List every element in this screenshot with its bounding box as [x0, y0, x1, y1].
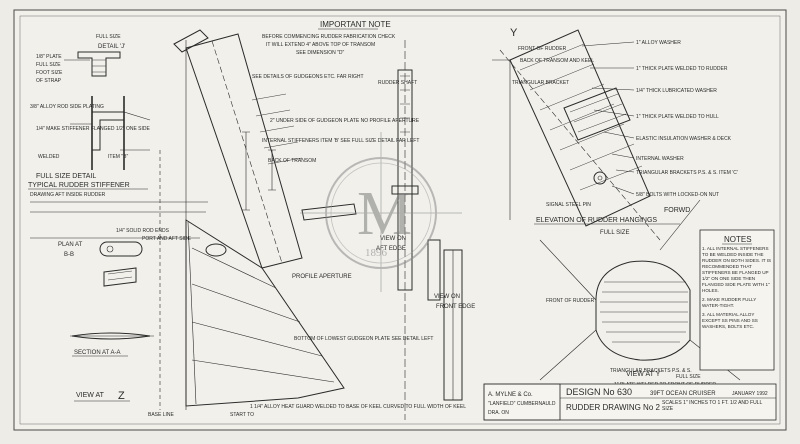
section-aa-label: SECTION AT A-A	[74, 350, 120, 356]
watermark-year: 1896	[365, 247, 388, 259]
watermark-seal: M 1896	[300, 132, 462, 292]
view-aft-line1: VIEW ON	[380, 236, 406, 242]
hangings-scale: FULL SIZE	[600, 230, 629, 236]
hangings-labels: FRONT OF RUDDER BACK OF TRANSOM AND KEEL…	[512, 40, 738, 236]
profile-label-9: BASE LINE	[148, 412, 175, 418]
drawing-date: JANUARY 1992	[732, 391, 768, 397]
hang-label-10: TRIANGULAR BRACKETS P.S. & S. ITEM 'C'	[636, 170, 738, 176]
sheet-inner-border	[19, 15, 781, 425]
hang-label-6: TRIANGULAR BRACKET	[512, 80, 569, 86]
profile-label-3: INTERNAL STIFFENERS ITEM 'B' SEE FULL SI…	[262, 138, 419, 144]
note-line-3: SEE DIMENSION "D"	[296, 50, 345, 56]
view-aft-line2: AFT EDGE	[376, 246, 406, 252]
detail-j-fullsize: FULL SIZE	[96, 34, 121, 40]
hang-label-2: BACK OF TRANSOM AND KEEL	[520, 58, 594, 64]
watermark-letter: M	[357, 180, 412, 248]
note-line-1: BEFORE COMMENCING RUDDER FABRICATION CHE…	[262, 34, 396, 40]
view-z-text: VIEW AT	[76, 392, 105, 399]
left-dim-lines	[30, 201, 208, 239]
hang-label-7: 1" THICK PLATE WELDED TO HULL	[636, 114, 719, 120]
sheet-border	[13, 9, 787, 431]
drawing-title: RUDDER DRAWING No 2	[566, 403, 660, 412]
hangings-letter: Y	[510, 27, 518, 39]
firm-drawn: DRA. ON	[488, 410, 509, 416]
stiffener-label-1: 3/8" ALLOY ROD SIDE PLATING	[30, 104, 104, 110]
firm-name: A. MYLNE & Co.	[488, 392, 533, 398]
firm-address: "LANFIELD" CUMBERNAULD	[488, 401, 556, 407]
detail-j: FULL SIZE DETAIL 'J' 1/8" PLATE FULL SIZ…	[36, 34, 125, 84]
hang-label-9: INTERNAL WASHER	[636, 156, 684, 162]
profile-label-8: 1 1/4" ALLOY HEAT GUARD WELDED TO BASE O…	[250, 404, 466, 410]
hang-label-1: FRONT OF RUDDER	[518, 46, 567, 52]
stiffener-detail: 3/8" ALLOY ROD SIDE PLATING 1/4" MAKE ST…	[28, 96, 151, 198]
hangings-caption: ELEVATION OF RUDDER HANGINGS	[536, 217, 657, 224]
view-front-line1: VIEW ON	[434, 294, 460, 300]
view-front-edge: VIEW ON FRONT EDGE	[434, 249, 475, 401]
hangings-elevation: Y	[492, 27, 661, 241]
important-note: IMPORTANT NOTE BEFORE COMMENCING RUDDER …	[262, 20, 396, 56]
view-aft-edge: VIEW ON AFT EDGE	[376, 236, 441, 301]
hang-label-8: ELASTIC INSULATION WASHER & DECK	[636, 136, 732, 142]
note-title: IMPORTANT NOTE	[320, 20, 391, 29]
stiffener-title: FULL SIZE DETAIL	[36, 173, 96, 180]
hang-label-5: 1/4" THICK LUBRICATED WASHER	[636, 88, 717, 94]
notes-title: NOTES	[724, 235, 752, 244]
stiffener-subtitle: TYPICAL RUDDER STIFFENER	[28, 182, 130, 189]
stiffener-label-3: WELDED	[38, 154, 60, 160]
plan-title: PLAN AT	[58, 242, 83, 248]
detail-j-l2: FULL SIZE	[36, 62, 61, 68]
view-z: VIEW AT Z	[74, 390, 130, 402]
section-aa: SECTION AT A-A	[70, 332, 154, 357]
plan-label-1: 1/4" SOLID ROD ENDS	[116, 228, 170, 234]
note-item-1: 1. ALL INTERNAL STIFFENERS TO BE WELDED …	[702, 246, 772, 293]
title-block: A. MYLNE & Co. "LANFIELD" CUMBERNAULD DR…	[483, 383, 777, 421]
rudder-shaft	[391, 40, 419, 420]
hang-label-12: FORWD	[664, 207, 690, 214]
plan-section: B-B	[64, 252, 74, 258]
view-front-line2: FRONT EDGE	[436, 304, 475, 310]
view-z-letter: Z	[118, 390, 125, 402]
profile-label-2: 2" UNDER SIDE OF GUDGEON PLATE NO PROFIL…	[270, 118, 420, 124]
lower-label-1: FRONT OF RUDDER	[546, 298, 595, 304]
hang-label-11: 5/8" BOLTS WITH LOCKED-ON NUT	[636, 192, 719, 198]
profile-label-10: START TO	[230, 412, 254, 418]
stiffener-label-4: ITEM "B"	[108, 154, 128, 160]
detail-j-l3: FOOT SIZE	[36, 70, 63, 76]
note-item-3: 3. ALL MATERIAL ALLOY EXCEPT SS PINS AND…	[702, 312, 758, 329]
profile-label-5: PROFILE APERTURE	[292, 274, 352, 280]
detail-j-l1: 1/8" PLATE	[36, 54, 62, 60]
hang-label-3: 1" ALLOY WASHER	[636, 40, 681, 46]
rudder-profile	[159, 29, 357, 410]
plan-bb: PLAN AT B-B 1/4" SOLID ROD ENDS PORT AND…	[58, 228, 192, 287]
hang-label-4: 1" THICK PLATE WELDED TO RUDDER	[636, 66, 728, 72]
view-y-text: VIEW AT Y	[626, 371, 661, 378]
detail-j-l4: OF STRAP	[36, 78, 62, 84]
notes-box: NOTES 1. ALL INTERNAL STIFFENERS TO BE W…	[699, 229, 775, 371]
stiffener-caption: DRAWING AFT INSIDE RUDDER	[30, 192, 106, 198]
profile-label-1: SEE DETAILS OF GUDGEONS ETC. FAR RIGHT	[252, 74, 364, 80]
stiffener-label-2: 1/4" MAKE STIFFENER FLANGED 1/2" ONE SID…	[36, 126, 151, 132]
view-y-scale: FULL SIZE	[676, 374, 701, 380]
hang-label-13: SIGNAL STEEL PIN	[546, 202, 591, 208]
note-item-2: 2. MAKE RUDDER FULLY WATER-TIGHT.	[702, 297, 757, 308]
design-number: DESIGN No 630	[566, 387, 632, 397]
vessel-name: 39FT OCEAN CRUISER	[650, 391, 716, 397]
profile-label-4: BACK OF TRANSOM	[268, 158, 316, 164]
note-line-2: IT WILL EXTEND 4" ABOVE TOP OF TRANSOM	[266, 42, 375, 48]
lower-label-2: TRIANGULAR BRACKETS P.S. & S.	[610, 368, 692, 374]
drawing-scale: SCALES 1" INCHES TO 1 FT. 1/2 AND FULL S…	[662, 400, 763, 412]
detail-j-title: DETAIL 'J'	[98, 44, 125, 50]
profile-label-6: BOTTOM OF LOWEST GUDGEON PLATE SEE DETAI…	[294, 336, 433, 342]
plan-label-2: PORT AND AFT SIDE	[142, 236, 192, 242]
